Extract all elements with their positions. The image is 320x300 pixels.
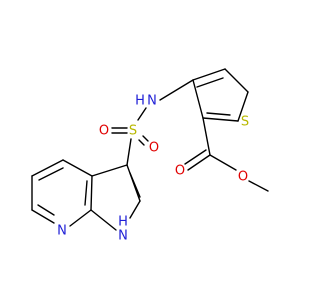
chemical-structure: H N S O O S O O N H N: [31, 68, 269, 244]
pyridine-n-label: N: [57, 224, 67, 239]
ester-o-label: O: [238, 170, 248, 185]
sulfonyl-o-right-label: O: [149, 141, 159, 156]
pyrrole-n-label: N: [118, 229, 128, 244]
amine-n-label: N: [147, 94, 157, 109]
sulfonyl-o-left-label: O: [99, 124, 109, 139]
bond-lines: [31, 68, 269, 231]
amine-h-label: H: [135, 94, 145, 109]
atom-labels: H N S O O S O O N H N: [57, 94, 249, 244]
sulfonyl-s-label: S: [129, 124, 137, 139]
carbonyl-o-label: O: [175, 164, 185, 179]
thiophene-s-label: S: [241, 115, 249, 130]
pyrrole-h-label: H: [118, 215, 128, 230]
